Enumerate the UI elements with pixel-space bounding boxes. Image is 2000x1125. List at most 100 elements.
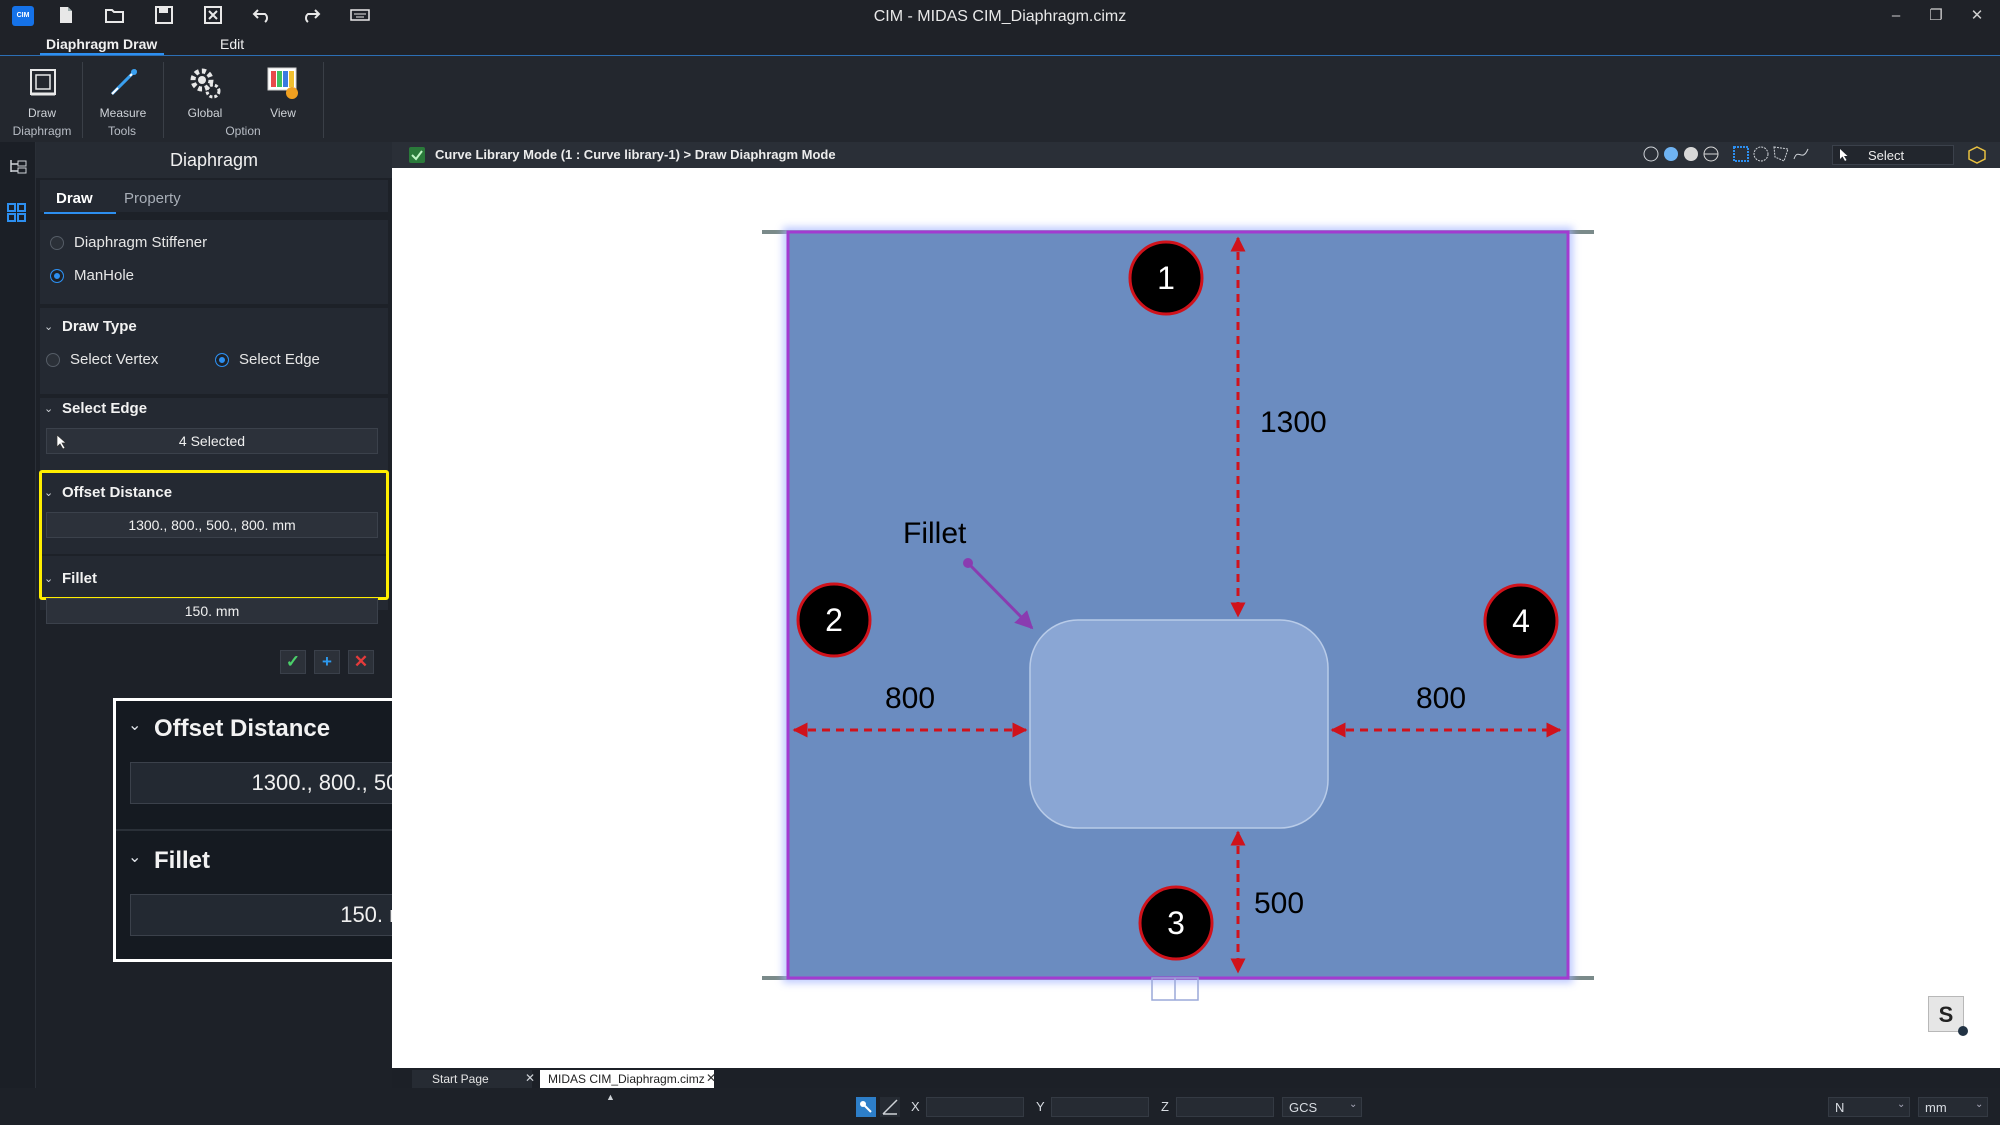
document-tabs: Start Page ✕ MIDAS CIM_Diaphragm.cimz ✕ [392,1068,2000,1088]
z-coordinate-input[interactable] [1176,1097,1274,1117]
solid-view-icon[interactable] [1682,145,1700,168]
polygon-select-icon[interactable] [1772,145,1790,168]
close-tab-icon[interactable]: ✕ [706,1071,717,1085]
curve-select-icon[interactable] [1792,145,1810,168]
draw-type-header[interactable]: Draw Type [62,318,137,335]
keyboard-icon[interactable] [348,6,372,28]
offset-distance-field[interactable]: 1300., 800., 500., 800. mm [46,512,378,538]
offset-distance-header[interactable]: Offset Distance [62,484,173,501]
dim-right-label: 800 [1416,682,1466,715]
circle-select-icon[interactable] [1752,145,1770,168]
chevron-down-icon: ⌄ [1349,1099,1358,1110]
stiffener-label: Diaphragm Stiffener [74,234,208,251]
zoom-divider [116,829,650,831]
shaded-view-icon[interactable] [1662,145,1680,168]
manhole-radio[interactable] [50,269,64,283]
tab-draw-underline [44,212,116,214]
snap-badge[interactable]: S [1928,996,1964,1032]
global-button[interactable]: Global [170,62,240,122]
tab-diaphragm-file[interactable]: MIDAS CIM_Diaphragm.cimz [540,1070,714,1088]
chevron-down-icon[interactable]: ⌄ [44,403,54,415]
view-cube-icon[interactable] [1642,145,1660,168]
tab-property[interactable]: Property [124,190,181,207]
tab-draw[interactable]: Draw [56,190,93,207]
open-file-icon[interactable] [103,6,127,28]
stiffener-radio[interactable] [50,236,64,250]
tab-diaphragm-file-label: MIDAS CIM_Diaphragm.cimz [548,1072,705,1086]
close-tab-icon[interactable]: ✕ [525,1071,536,1085]
panel-tabs [40,180,388,212]
fillet-field[interactable]: 150. mm [46,598,378,624]
close-file-icon[interactable] [201,6,225,28]
diaphragm-plate[interactable] [786,230,1570,980]
coord-system-select[interactable]: GCS ⌄ [1282,1097,1362,1117]
select-edge-header[interactable]: Select Edge [62,400,148,417]
cancel-button[interactable]: ✕ [348,650,374,674]
ribbon-separator [82,62,83,138]
manhole-opening[interactable] [1029,619,1329,829]
select-label: Select [1868,148,1905,163]
view-button[interactable]: View [248,62,318,122]
fillet-header[interactable]: Fillet [62,570,98,587]
select-edge-radio[interactable] [215,353,229,367]
ribbon: Draw Measure Global View Diaphragm Tools… [0,56,2000,142]
dim-top-label: 1300 [1260,406,1327,439]
window-title: CIM - MIDAS CIM_Diaphragm.cimz [873,8,1127,25]
measure-button[interactable]: Measure [88,62,158,122]
draw-type-section [40,308,388,394]
chevron-down-icon[interactable]: ⌄ [44,573,54,585]
redo-icon[interactable] [299,6,323,28]
expand-up-icon[interactable]: ▲ [606,1092,615,1102]
settings-cube-icon[interactable] [1968,146,1986,169]
panel-grid-icon[interactable] [6,202,28,229]
select-edge-field[interactable]: 4 Selected [46,428,378,454]
undo-icon[interactable] [250,6,274,28]
restore-icon[interactable]: ❐ [1929,7,1943,24]
add-button[interactable]: + [314,650,340,674]
draw-icon [29,68,57,101]
ribbon-separator [163,62,164,138]
draw-button[interactable]: Draw [7,62,77,122]
status-bar: ▲ X Y Z GCS ⌄ N ⌄ mm ⌄ [0,1088,2000,1125]
view-icon [266,66,300,105]
length-unit-select[interactable]: mm ⌄ [1918,1097,1988,1117]
select-vertex-radio[interactable] [46,353,60,367]
callout-3: 3 [1167,905,1185,941]
wire-view-icon[interactable] [1702,145,1720,168]
select-dropdown[interactable]: Select [1832,145,1954,165]
chevron-down-icon[interactable]: ⌄ [44,321,54,333]
view-label: View [270,106,296,120]
measure-label: Measure [99,106,147,120]
section-divider [42,554,386,556]
tab-start-page[interactable]: Start Page [412,1070,532,1088]
chevron-down-icon[interactable]: ⌄ [44,487,54,499]
force-unit-select[interactable]: N ⌄ [1828,1097,1910,1117]
mode-check-icon [409,147,425,163]
viewport-toolbar: Curve Library Mode (1 : Curve library-1)… [392,142,2000,168]
chevron-down-icon: ⌄ [128,717,142,734]
ribbon-separator [323,62,324,138]
close-icon[interactable]: ✕ [1970,7,1984,24]
draw-label: Draw [27,106,56,120]
type-options-section [40,220,388,304]
apply-button[interactable]: ✓ [280,650,306,674]
select-vertex-label: Select Vertex [70,351,159,368]
snap-icon[interactable] [856,1097,876,1117]
x-coordinate-input[interactable] [926,1097,1024,1117]
minimize-icon[interactable]: – [1891,7,1901,24]
new-file-icon[interactable] [54,6,78,28]
tab-diaphragm-draw[interactable]: Diaphragm Draw [46,36,158,52]
active-tab-underline [40,53,164,55]
box-select-icon[interactable] [1732,145,1750,168]
app-logo: CIM [12,6,34,26]
force-unit-value: N [1835,1100,1845,1115]
viewport-canvas[interactable]: 1 2 3 4 1300 800 800 500 Fillet S [392,168,2000,1068]
save-icon[interactable] [152,6,176,28]
angle-icon[interactable] [880,1097,900,1117]
callout-1: 1 [1157,260,1175,296]
tree-icon[interactable] [8,158,28,181]
tab-edit[interactable]: Edit [220,36,245,52]
measure-icon [108,66,140,103]
y-coordinate-input[interactable] [1051,1097,1149,1117]
fillet-pointer-line [966,561,1034,630]
